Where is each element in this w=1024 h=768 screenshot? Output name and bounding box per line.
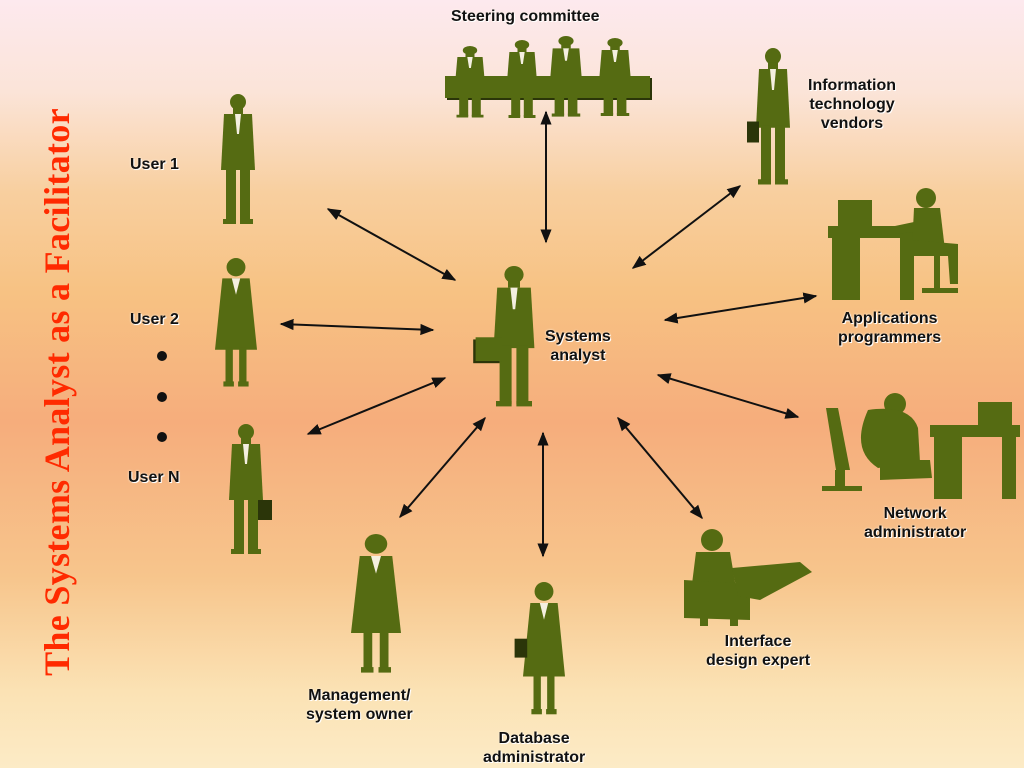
database-admin-figure: [514, 582, 565, 715]
label-db-admin-line2: administrator: [483, 749, 586, 766]
label-user2: User 2: [130, 311, 179, 328]
user2-figure: [215, 258, 257, 387]
label-network-admin-line1: Network: [883, 505, 947, 522]
it-vendor-figure: [747, 48, 790, 185]
arrow-management: [399, 416, 486, 519]
label-steering-committee: Steering committee: [451, 8, 600, 25]
label-network-admin: Network administrator: [864, 504, 966, 542]
label-user1: User 1: [130, 156, 179, 173]
label-app-programmers-line1: Applications: [841, 310, 938, 327]
ellipsis-dot: [157, 351, 167, 361]
label-app-programmers-line2: programmers: [838, 329, 942, 346]
interface-expert-figure: [684, 529, 812, 626]
ellipsis-dot: [157, 392, 167, 402]
arrow-interface-expert: [617, 416, 703, 520]
network-administrator-figure: [822, 393, 1020, 499]
management-figure: [351, 534, 401, 673]
label-db-admin: Database administrator: [483, 729, 585, 767]
arrow-user2: [279, 318, 435, 336]
systems-analyst-figure: [473, 266, 535, 407]
label-userN: User N: [128, 469, 180, 486]
ellipsis-dot: [157, 432, 167, 442]
label-interface-expert: Interface design expert: [706, 632, 810, 670]
label-management: Management/ system owner: [306, 686, 413, 724]
label-management-line2: system owner: [306, 706, 413, 723]
label-systems-analyst-line2: analyst: [550, 347, 606, 364]
arrow-user1: [326, 208, 457, 281]
arrow-it-vendors: [631, 185, 742, 269]
label-systems-analyst: Systems analyst: [545, 327, 611, 365]
label-interface-expert-line1: Interface: [724, 633, 792, 650]
label-it-vendors: Information technology vendors: [808, 76, 896, 133]
label-systems-analyst-line1: Systems: [545, 328, 611, 345]
label-app-programmers: Applications programmers: [838, 309, 941, 347]
userN-figure: [229, 424, 272, 554]
label-network-admin-line2: administrator: [864, 524, 967, 541]
arrow-network-admin: [656, 373, 800, 419]
label-it-vendors-line1: Information: [808, 77, 896, 94]
arrow-userN: [306, 377, 447, 435]
label-management-line1: Management/: [308, 687, 411, 704]
applications-programmer-figure: [828, 188, 958, 300]
label-it-vendors-line3: vendors: [820, 115, 884, 132]
label-db-admin-line1: Database: [498, 730, 570, 747]
steering-committee-figure: [445, 36, 652, 118]
user1-figure: [221, 94, 255, 224]
arrow-app-programmers: [663, 292, 818, 324]
label-interface-expert-line2: design expert: [706, 652, 811, 669]
label-it-vendors-line2: technology: [809, 96, 895, 113]
